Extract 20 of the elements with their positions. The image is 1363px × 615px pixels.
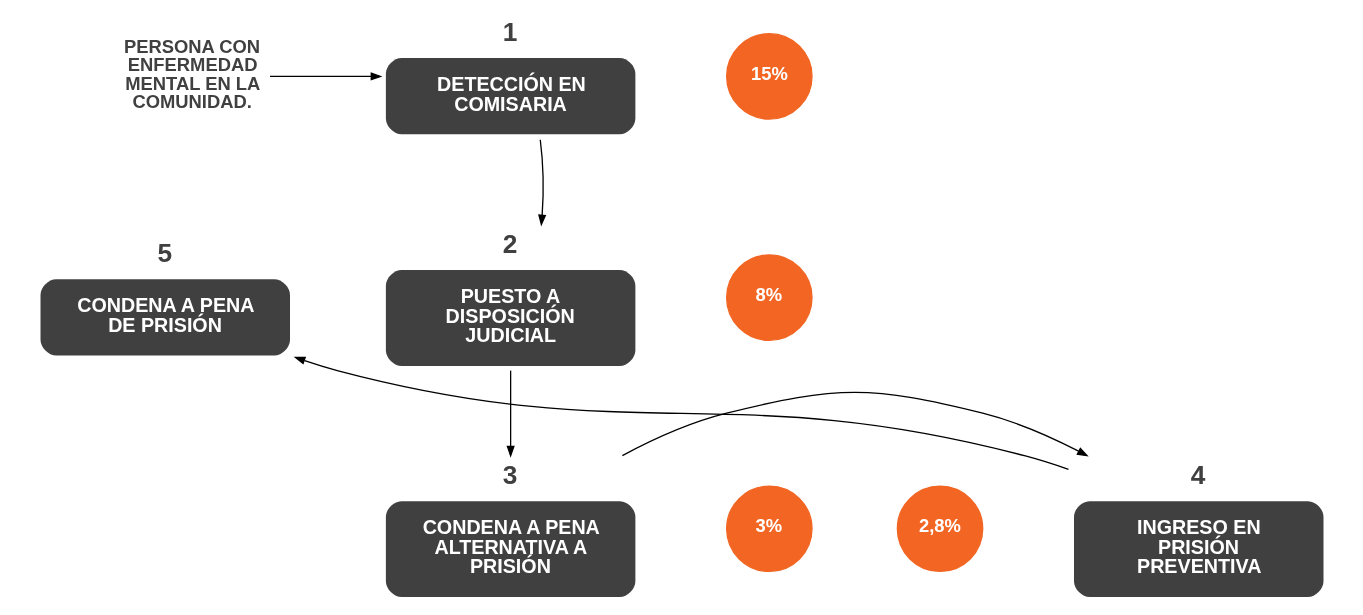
node-box: CONDENA A PENA DE PRISIÓN <box>40 279 290 356</box>
node-label: 1 <box>502 16 517 47</box>
node-box: INGRESO EN PRISIÓN PREVENTIVA <box>1073 501 1323 598</box>
node-circle: 2,8% <box>896 485 983 573</box>
node-circle: 3% <box>725 485 813 573</box>
node-box: PUESTO A DISPOSICIÓN JUDICIAL <box>385 270 635 366</box>
node-label: 3 <box>502 460 517 491</box>
node-text: PERSONA CON ENFERMEDAD MENTAL EN LA COMUNIDAD. <box>123 36 260 113</box>
node-circle: 15% <box>725 33 813 120</box>
arrow <box>268 72 382 81</box>
node-box: DETECCIÓN EN COMISARIA <box>385 58 635 135</box>
arrow <box>621 391 1089 457</box>
node-label: 4 <box>1190 460 1205 491</box>
node-label: 5 <box>156 238 172 269</box>
node-label: 2 <box>502 229 517 259</box>
node-box: CONDENA A PENA ALTERNATIVA A PRISIÓN <box>385 501 635 598</box>
arrow <box>506 370 515 458</box>
arrow <box>537 139 546 227</box>
arrow <box>293 356 1069 470</box>
node-circle: 8% <box>725 254 813 341</box>
